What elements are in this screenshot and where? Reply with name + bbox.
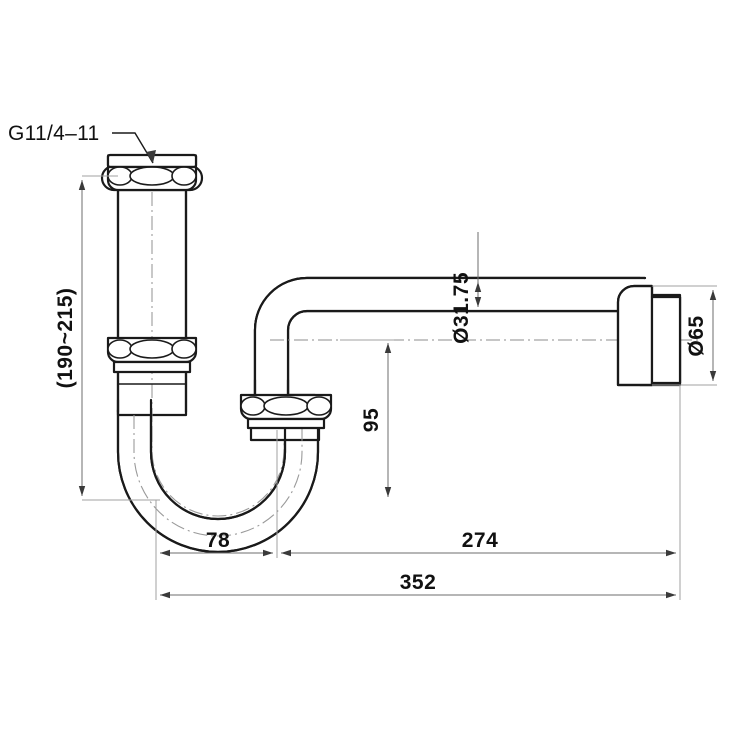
dim-label-horizontal-run: 274: [462, 529, 499, 552]
dim-label-drop-height: 95: [360, 408, 383, 432]
dim-label-vertical-height: (190~215): [54, 288, 77, 389]
dim-pipe-diameter: Ø31.75: [450, 232, 482, 344]
top-coupling-nut: [100, 153, 204, 192]
dim-horizontal-run: 274: [281, 385, 681, 600]
dim-vertical-height: (190~215): [54, 175, 160, 501]
horizontal-arm-walls: [253, 276, 647, 400]
outlet-coupling-nut: [239, 393, 333, 430]
mid-coupling-nut: [106, 336, 198, 374]
dim-trap-offset: 78: [155, 430, 278, 600]
dim-label-pipe-diameter: Ø31.75: [450, 272, 473, 344]
trap-geometry: [100, 153, 700, 554]
dim-label-thread-spec: G11/4–11: [8, 122, 100, 145]
bore-centerline-ubend: [151, 410, 285, 517]
inlet-walls: [116, 174, 188, 414]
dim-thread-spec: G11/4–11: [8, 122, 156, 164]
nut-lobe-right: [171, 166, 197, 186]
dimension-layer: (190~215) G11/4–11 Ø31.75 Ø65 95: [8, 122, 717, 600]
dim-label-trap-offset: 78: [206, 529, 230, 552]
dim-label-flange-diameter: Ø65: [685, 315, 708, 356]
dim-overall-length: 352: [160, 571, 676, 599]
wall-flange: [616, 284, 682, 387]
dim-flange-diameter: Ø65: [652, 285, 717, 386]
dim-drop-height: 95: [340, 339, 394, 497]
nut-lobe-center: [129, 166, 175, 186]
dim-label-overall-length: 352: [400, 571, 437, 594]
